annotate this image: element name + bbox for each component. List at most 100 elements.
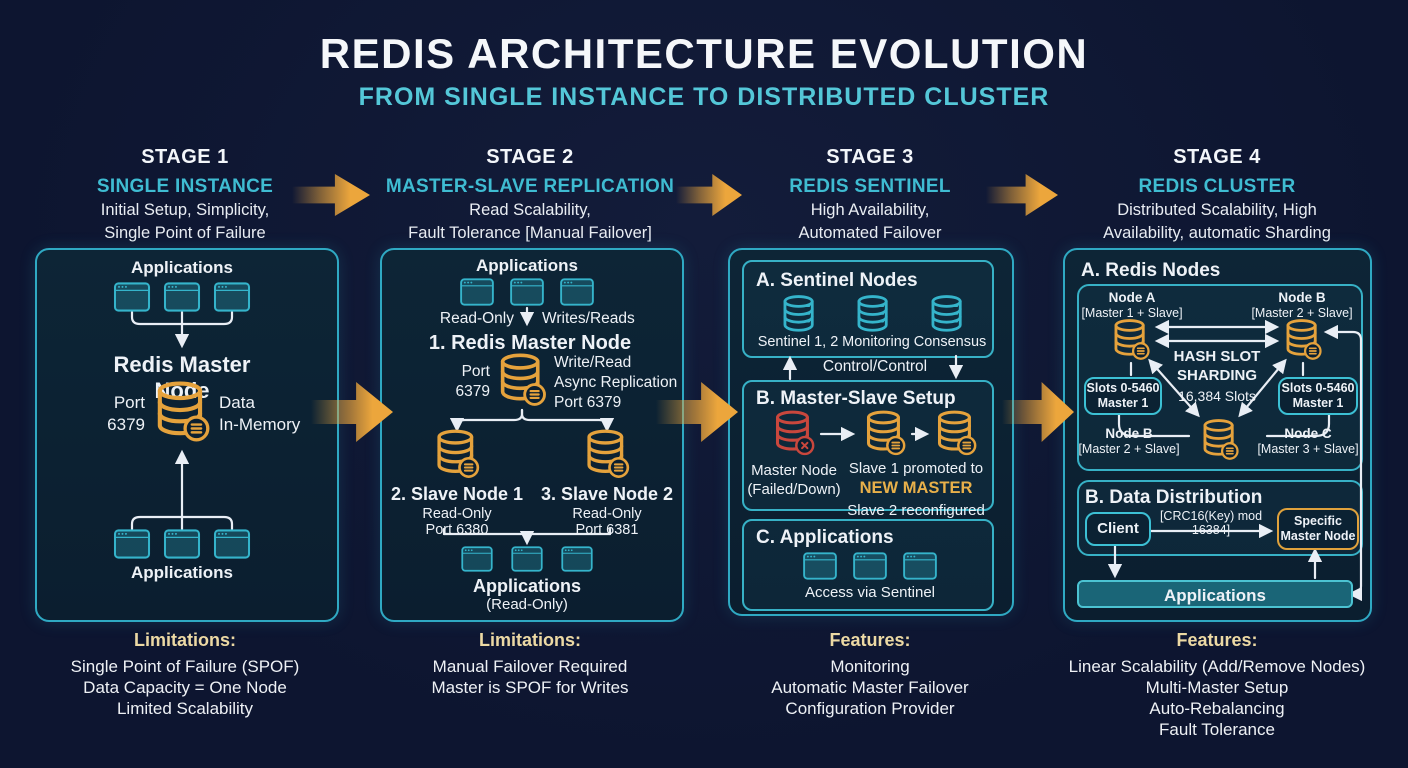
stage1-footer: Limitations: Single Point of Failure (SP… <box>4 630 366 719</box>
master-node-title: 1. Redis Master Node <box>428 332 632 354</box>
panel-sentinel: A. Sentinel Nodes Sentinel 1, 2 Monitori… <box>728 248 1014 616</box>
node-b-top-label: Node B [Master 2 + Slave] <box>1251 290 1353 320</box>
applications-box <box>742 519 994 611</box>
stage2-name: MASTER-SLAVE REPLICATION <box>385 176 675 197</box>
subtitle: FROM SINGLE INSTANCE TO DISTRIBUTED CLUS… <box>358 83 1050 111</box>
panel-master-slave: Applications Read-Only Writes/Reads 1. R… <box>380 248 684 622</box>
stage1-header: STAGE 1 SINGLE INSTANCE Initial Setup, S… <box>15 146 355 243</box>
node-c-label: Node C [Master 3 + Slave] <box>1257 426 1359 456</box>
stage1-label: STAGE 1 <box>141 146 229 168</box>
sentinel-db-icon <box>927 294 969 339</box>
sentinel-box-title: A. Sentinel Nodes <box>756 270 918 291</box>
data-distribution-title: B. Data Distribution <box>1085 487 1263 508</box>
browser-window-icon <box>802 552 838 580</box>
master-slave-box-title: B. Master-Slave Setup <box>756 388 956 409</box>
stage4-desc2: Availability, automatic Sharding <box>1103 223 1331 242</box>
node-b-bottom-label: Node B [Master 2 + Slave] <box>1078 426 1180 456</box>
reconfigured-slave-db-icon <box>933 409 979 459</box>
browser-window-icon <box>163 282 201 312</box>
browser-window-icon <box>113 282 151 312</box>
sentinel-db-icon <box>779 294 821 339</box>
features-heading: Features: <box>1176 630 1258 650</box>
consensus-label: Consensus <box>913 334 987 350</box>
browser-window-icon <box>459 278 495 306</box>
applications-box-title: C. Applications <box>756 527 894 548</box>
apps-bottom-icons <box>113 529 251 559</box>
center-node-db-icon <box>1199 418 1241 463</box>
features-heading: Features: <box>829 630 911 650</box>
apps-top-label: Applications <box>475 256 579 275</box>
slave1-db-icon <box>432 428 482 482</box>
node-b-db-icon <box>1282 318 1324 363</box>
stage1-desc2: Single Point of Failure <box>104 223 266 242</box>
stage3-desc2: Automated Failover <box>798 223 942 242</box>
failed-master-label: Master Node(Failed/Down) <box>747 462 841 498</box>
browser-window-icon <box>213 529 251 559</box>
redis-db-icon <box>495 352 549 410</box>
promotion-label: Slave 1 promoted to NEW MASTER Slave 2 r… <box>847 460 985 519</box>
hash-slot-label: HASH SLOT SHARDING 16,384 Slots <box>1173 348 1261 404</box>
stage3-label: STAGE 3 <box>826 146 914 168</box>
browser-window-icon <box>163 529 201 559</box>
replication-label: Write/Read Async Replication Port 6379 <box>554 354 678 411</box>
control-label: Control/Control <box>822 358 928 375</box>
node-a-db-icon <box>1110 318 1152 363</box>
failed-master-db-icon <box>771 409 817 459</box>
sentinel-label: Sentinel 1, 2 <box>757 334 839 350</box>
browser-window-icon <box>902 552 938 580</box>
sentinel-apps-icons <box>802 552 938 580</box>
client-badge: Client <box>1085 512 1151 546</box>
browser-window-icon <box>460 546 494 572</box>
apps-bottom-label: Applications <box>130 563 234 582</box>
stage4-header: STAGE 4 REDIS CLUSTER Distributed Scalab… <box>1047 146 1387 243</box>
browser-window-icon <box>509 278 545 306</box>
browser-window-icon <box>852 552 888 580</box>
slave1-labels: 2. Slave Node 1 Read-Only Port 6380 <box>390 484 524 538</box>
access-via-sentinel-label: Access via Sentinel <box>804 584 936 601</box>
redis-db-icon <box>151 380 213 446</box>
writes-reads-label: Writes/Reads <box>542 310 635 327</box>
browser-window-icon <box>113 529 151 559</box>
limitations-heading: Limitations: <box>134 630 236 650</box>
stage4-footer: Features: Linear Scalability (Add/Remove… <box>1036 630 1398 740</box>
limitations-heading: Limitations: <box>479 630 581 650</box>
browser-window-icon <box>213 282 251 312</box>
stage3-desc1: High Availability, <box>810 201 930 219</box>
apps-bottom-sub: (Read-Only) <box>486 596 568 613</box>
stage2-label: STAGE 2 <box>486 146 574 168</box>
stage1-name: SINGLE INSTANCE <box>96 176 274 197</box>
stage4-name: REDIS CLUSTER <box>1138 176 1296 197</box>
stage4-label: STAGE 4 <box>1173 146 1261 168</box>
stage3-header: STAGE 3 REDIS SENTINEL High Availability… <box>700 146 1040 243</box>
apps-top-icons <box>459 278 595 306</box>
read-only-label: Read-Only <box>439 310 514 327</box>
apps-bottom-label: Applications <box>472 576 582 596</box>
stage3-footer: Features: Monitoring Automatic Master Fa… <box>689 630 1051 719</box>
monitoring-label: Monitoring <box>842 334 910 350</box>
stage1-desc1: Initial Setup, Simplicity, <box>100 201 270 219</box>
slave2-db-icon <box>582 428 632 482</box>
stage2-header: STAGE 2 MASTER-SLAVE REPLICATION Read Sc… <box>360 146 700 243</box>
crc-label: [CRC16(Key) mod 16384] <box>1159 509 1263 537</box>
stage2-footer: Limitations: Manual Failover Required Ma… <box>349 630 711 698</box>
panel-cluster: A. Redis Nodes Node A [Master 1 + Slave]… <box>1063 248 1372 622</box>
apps-bottom-icons <box>460 546 594 572</box>
browser-window-icon <box>559 278 595 306</box>
redis-nodes-title: A. Redis Nodes <box>1081 260 1221 281</box>
sentinel-db-icon <box>853 294 895 339</box>
browser-window-icon <box>560 546 594 572</box>
promoted-slave-db-icon <box>862 409 908 459</box>
applications-bar: Applications <box>1077 580 1353 608</box>
node-a-label: Node A [Master 1 + Slave] <box>1081 290 1183 320</box>
apps-top-label: Applications <box>130 258 234 277</box>
main-title: REDIS ARCHITECTURE EVOLUTION <box>319 30 1089 77</box>
stage2-desc2: Fault Tolerance [Manual Failover] <box>408 223 652 242</box>
